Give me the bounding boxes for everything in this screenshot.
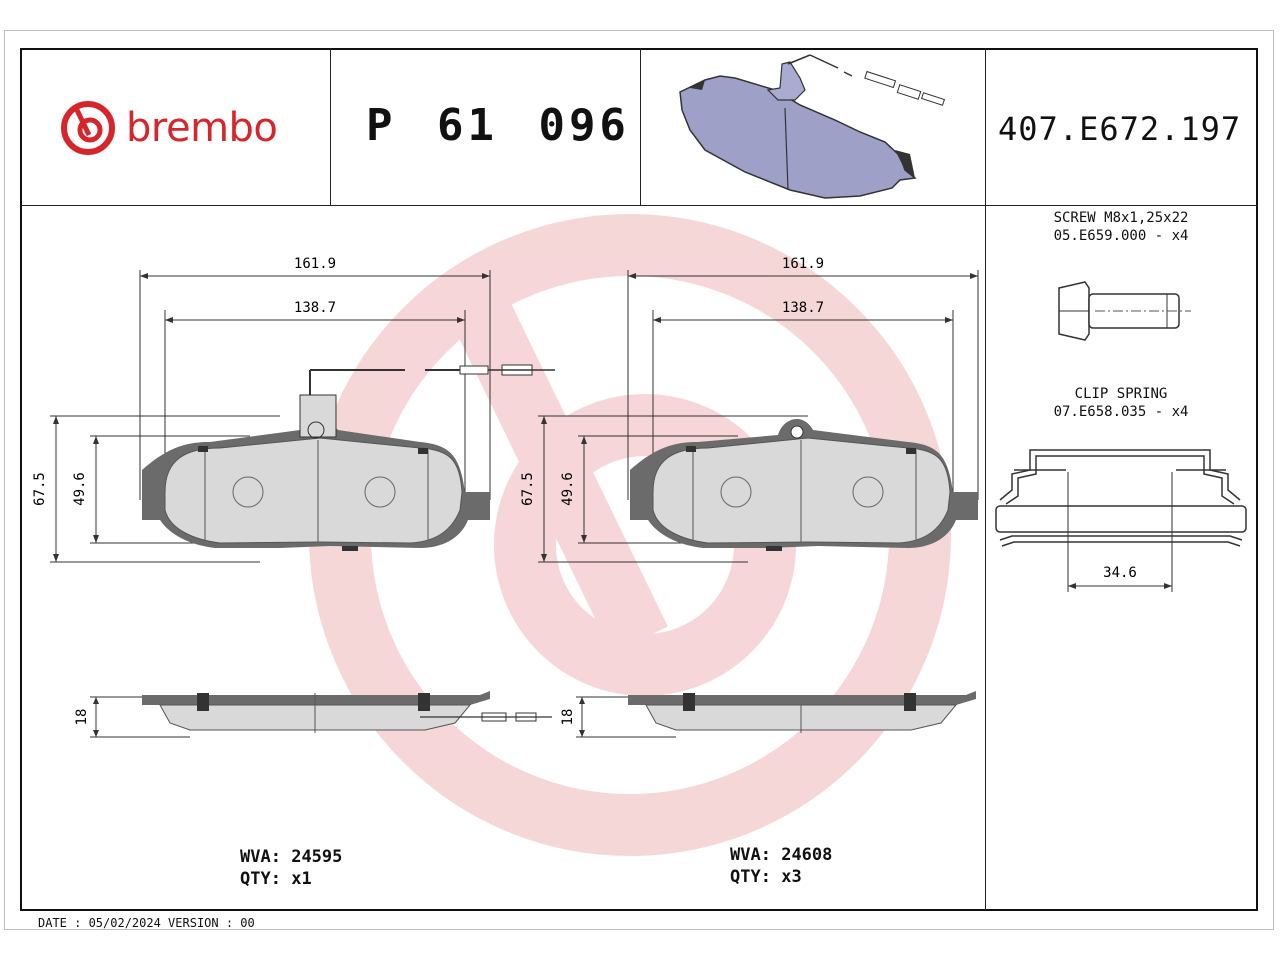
screw-name: SCREW M8x1,25x22 <box>1053 210 1189 226</box>
screw-code: 05.E659.000 - x4 <box>1053 228 1189 244</box>
clip-dim: 34.6 <box>1103 565 1137 581</box>
header-col-divider-1 <box>330 48 331 206</box>
right-qty-label: QTY: <box>730 867 771 887</box>
right-pad-side-view: 18 <box>560 691 976 738</box>
footer-date-version: DATE : 05/02/2024 VERSION : 00 <box>38 916 255 930</box>
brand-name: brembo <box>126 105 278 151</box>
right-pad-wva-block: WVA: 24608 QTY: x3 <box>730 844 832 888</box>
screw-icon <box>1058 281 1191 341</box>
outer-border <box>4 30 1274 930</box>
left-dim-width-overall: 161.9 <box>294 256 336 272</box>
clip-label: CLIP SPRING 07.E658.035 - x4 <box>1001 385 1241 421</box>
accessories-divider <box>985 48 986 911</box>
clip-code: 07.E658.035 - x4 <box>1053 404 1189 420</box>
right-wva-label: WVA: <box>730 845 771 865</box>
pad-render-image <box>679 54 946 199</box>
left-dim-width-inner: 138.7 <box>294 300 336 316</box>
right-dim-thickness: 18 <box>560 709 576 726</box>
left-pad-side-view: 18 <box>74 691 552 738</box>
right-qty-value: x3 <box>781 867 802 887</box>
left-wva-label: WVA: <box>240 847 281 867</box>
brembo-logo-icon <box>61 101 115 155</box>
left-qty-value: x1 <box>291 869 312 889</box>
brand-logo: brembo <box>60 100 278 156</box>
reference-number: 407.E672.197 <box>998 110 1242 148</box>
header-divider <box>20 205 1258 206</box>
right-dim-width-inner: 138.7 <box>782 300 824 316</box>
right-wva-value: 24608 <box>781 845 833 865</box>
left-dim-height-inner: 49.6 <box>72 472 88 506</box>
screw-label: SCREW M8x1,25x22 05.E659.000 - x4 <box>1001 209 1241 245</box>
left-pad-wva-block: WVA: 24595 QTY: x1 <box>240 846 342 890</box>
right-dim-height-overall: 67.5 <box>520 472 536 506</box>
right-pad-front-view: 161.9 138.7 67.5 49.6 <box>520 256 979 563</box>
header-col-divider-2 <box>640 48 641 206</box>
clip-spring-icon: 34.6 <box>995 449 1247 592</box>
left-pad-front-view: 161.9 138.7 67.5 49.6 <box>32 256 555 563</box>
right-dim-height-inner: 49.6 <box>560 472 576 506</box>
drawing-frame <box>20 48 1258 911</box>
left-wva-value: 24595 <box>291 847 343 867</box>
left-dim-thickness: 18 <box>74 709 90 726</box>
right-dim-width-overall: 161.9 <box>782 256 824 272</box>
left-dim-height-overall: 67.5 <box>32 472 48 506</box>
clip-name: CLIP SPRING <box>1074 386 1168 402</box>
part-number: P 61 096 <box>366 100 630 151</box>
left-qty-label: QTY: <box>240 869 281 889</box>
